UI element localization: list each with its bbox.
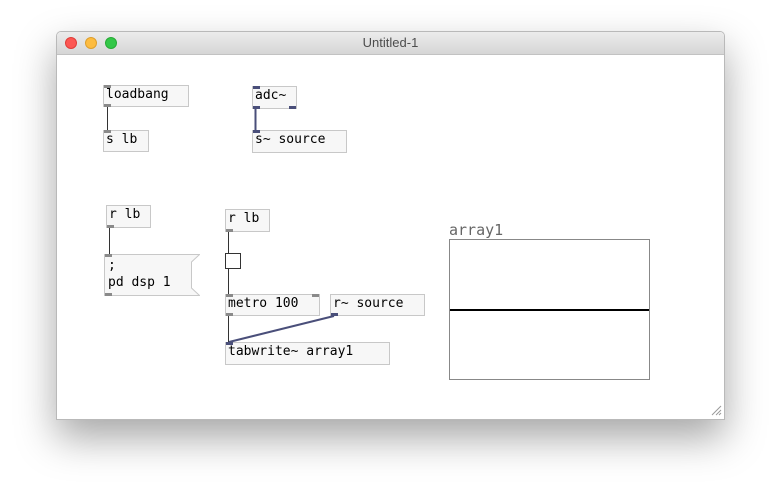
object-r-lb-left[interactable]: r lb [106, 205, 151, 228]
outlet[interactable] [105, 293, 112, 296]
inlet[interactable] [104, 85, 111, 88]
object-s-source[interactable]: s~ source [252, 130, 347, 153]
object-adc[interactable]: adc~ [252, 86, 297, 109]
outlet-left[interactable] [253, 106, 260, 109]
object-r-lb-mid[interactable]: r lb [225, 209, 270, 232]
outlet[interactable] [331, 313, 338, 316]
inlet[interactable] [105, 254, 112, 257]
outlet[interactable] [104, 104, 111, 107]
object-s-lb[interactable]: s lb [103, 130, 149, 152]
outlet[interactable] [107, 225, 114, 228]
inlet-left[interactable] [226, 294, 233, 297]
message-line-2: pd dsp 1 [108, 275, 171, 290]
title-bar[interactable]: Untitled-1 [57, 32, 724, 55]
message-text: ; pd dsp 1 [108, 257, 171, 291]
inlet[interactable] [253, 130, 260, 133]
message-line-1: ; [108, 258, 116, 273]
object-metro[interactable]: metro 100 [225, 294, 320, 316]
array-name-label: array1 [449, 221, 504, 239]
inlet[interactable] [104, 130, 111, 133]
inlet[interactable] [226, 342, 233, 345]
close-window-button[interactable] [65, 37, 77, 49]
array-waveform [450, 309, 649, 311]
outlet[interactable] [226, 229, 233, 232]
resize-grip-icon[interactable] [710, 404, 722, 416]
object-r-source[interactable]: r~ source [330, 294, 425, 316]
object-tabwrite[interactable]: tabwrite~ array1 [225, 342, 390, 365]
inlet-right[interactable] [312, 294, 319, 297]
inlet[interactable] [253, 86, 260, 89]
array-graph[interactable] [449, 239, 650, 380]
outlet[interactable] [226, 313, 233, 316]
outlet-right[interactable] [289, 106, 296, 109]
message-box-dsp[interactable]: ; pd dsp 1 [104, 254, 200, 296]
toggle-box[interactable] [225, 253, 241, 269]
window-title: Untitled-1 [362, 35, 419, 50]
message-box-outline [104, 254, 200, 296]
object-loadbang[interactable]: loadbang [103, 85, 189, 107]
zoom-window-button[interactable] [105, 37, 117, 49]
minimize-window-button[interactable] [85, 37, 97, 49]
